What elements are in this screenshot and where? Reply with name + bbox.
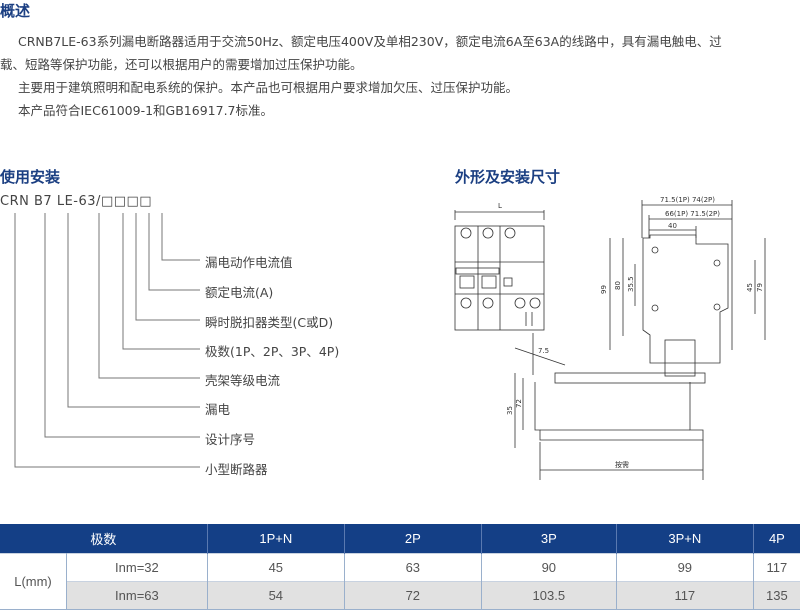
usage-title: 使用安装 [0,168,61,186]
dimensions-title: 外形及安装尺寸 [455,168,561,186]
front-view [454,210,545,331]
overview-title: 概述 [0,2,31,20]
overview-line: 本产品符合IEC61009-1和GB16917.7标准。 [18,103,273,118]
header-col: 1P+N [207,524,345,554]
dimension-table: 极数 1P+N 2P 3P 3P+N 4P L(mm) Inm=32 45 63… [0,524,800,610]
model-code: CRN B7 LE-63/□□□□ [0,194,152,209]
dim-L: L [498,202,502,210]
dim-rail-width: 按需 [615,460,629,469]
code-frame: 63 [78,194,97,209]
dim-rail-72: 72 [515,399,523,408]
code-label: 极数(1P、2P、3P、4P) [205,344,340,359]
dim-99: 99 [600,285,608,294]
cell: 135 [753,581,800,610]
dim-rail-35: 35 [506,406,514,415]
header-col: 3P+N [616,524,754,554]
table-row: L(mm) Inm=32 45 63 90 99 117 [0,553,800,610]
rail-view [514,333,706,480]
table-header: 极数 1P+N 2P 3P 3P+N 4P [0,524,800,554]
overview-line: 主要用于建筑照明和配电系统的保护。本产品也可根据用户要求增加欠压、过压保护功能。 [18,80,519,95]
code-leader-lines [14,213,200,468]
cell: 63 [344,553,482,582]
cell: 54 [207,581,345,610]
cell: 103.5 [481,581,617,610]
cell: 117 [616,581,754,610]
row-label: L(mm) [0,553,67,610]
dimension-drawings: L 71.5(1P) 74(2P) 66(1P) 71.5(2P) 40 99 … [454,196,766,480]
header-poles: 极数 [0,524,208,554]
dim-80: 80 [614,281,622,290]
row-sublabel: Inm=63 [66,581,208,610]
code-label: 设计序号 [205,432,256,447]
side-view [609,200,766,377]
code-label: 小型断路器 [205,462,268,477]
code-label: 瞬时脱扣器类型(C或D) [205,315,334,330]
code-design: B7 [33,194,53,209]
cell: 99 [616,553,754,582]
dim-width-total: 71.5(1P) 74(2P) [660,196,715,204]
code-slash: / [96,194,101,209]
dim-79: 79 [756,283,764,292]
code-label: 壳架等级电流 [205,373,281,388]
row-sublabel: Inm=32 [66,553,208,582]
header-col: 4P [753,524,800,554]
header-col: 3P [481,524,617,554]
header-col: 2P [344,524,482,554]
code-dash: - [73,194,79,209]
cell: 72 [344,581,482,610]
dim-40: 40 [668,222,677,230]
code-label: 额定电流(A) [205,285,274,300]
code-boxes: □□□□ [100,194,153,209]
cell: 117 [753,553,800,582]
overview-line: 载、短路等保护功能，还可以根据用户的需要增加过压保护功能。 [0,57,363,72]
dim-7-5: 7.5 [538,347,549,355]
code-label: 漏电动作电流值 [205,255,293,270]
cell: 90 [481,553,617,582]
dim-width-rail: 66(1P) 71.5(2P) [665,210,720,218]
table-row: Inm=63 54 72 103.5 117 135 [0,581,800,610]
code-series: CRN [0,194,30,209]
code-label: 漏电 [205,402,231,417]
overview-line: CRNB7LE-63系列漏电断路器适用于交流50Hz、额定电压400V及单相23… [18,34,722,49]
dim-45: 45 [746,283,754,292]
cell: 45 [207,553,345,582]
code-leakage: LE [56,194,74,209]
dim-35-5: 35.5 [627,276,635,292]
